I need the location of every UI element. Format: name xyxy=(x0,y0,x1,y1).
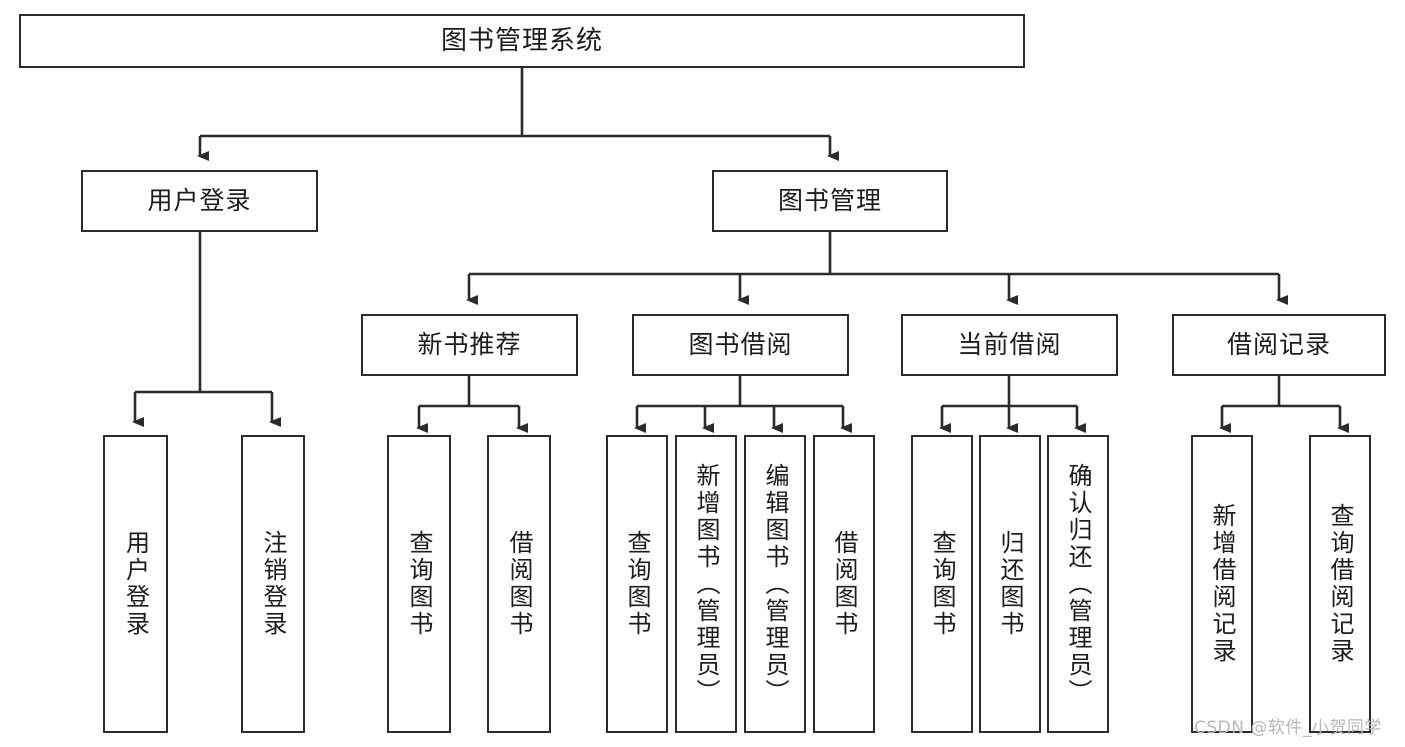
node-root-label: 图书管理系统 xyxy=(440,25,603,56)
leaf-query-book-1[interactable]: 查询图书 xyxy=(387,435,451,733)
leaf-query-record-label: 查询借阅记录 xyxy=(1326,503,1354,665)
node-user-login-label: 用户登录 xyxy=(147,186,252,216)
node-book-borrow[interactable]: 图书借阅 xyxy=(632,314,849,376)
node-borrow-record-label: 借阅记录 xyxy=(1226,330,1331,360)
leaf-add-book[interactable]: 新增图书（管理员） xyxy=(675,435,737,733)
leaf-user-login[interactable]: 用户登录 xyxy=(103,435,168,733)
node-current-borrow-label: 当前借阅 xyxy=(957,330,1062,360)
leaf-add-book-label: 新增图书（管理员） xyxy=(692,462,720,706)
node-new-book-recommend-label: 新书推荐 xyxy=(417,330,522,360)
leaf-borrow-book-2[interactable]: 借阅图书 xyxy=(813,435,875,733)
leaf-query-book-2-label: 查询图书 xyxy=(623,530,651,638)
leaf-user-login-label: 用户登录 xyxy=(121,530,150,638)
node-book-manage-label: 图书管理 xyxy=(777,186,882,216)
leaf-return-book-label: 归还图书 xyxy=(996,530,1024,638)
leaf-logout-label: 注销登录 xyxy=(259,530,287,638)
node-new-book-recommend[interactable]: 新书推荐 xyxy=(361,314,578,376)
leaf-edit-book-label: 编辑图书（管理员） xyxy=(761,462,789,706)
node-current-borrow[interactable]: 当前借阅 xyxy=(901,314,1118,376)
leaf-return-book[interactable]: 归还图书 xyxy=(979,435,1041,733)
node-borrow-record[interactable]: 借阅记录 xyxy=(1172,314,1386,376)
leaf-borrow-book-1[interactable]: 借阅图书 xyxy=(487,435,551,733)
leaf-query-book-2[interactable]: 查询图书 xyxy=(606,435,668,733)
leaf-edit-book[interactable]: 编辑图书（管理员） xyxy=(744,435,806,733)
node-book-manage[interactable]: 图书管理 xyxy=(712,170,948,232)
leaf-query-record[interactable]: 查询借阅记录 xyxy=(1309,435,1371,733)
leaf-borrow-book-1-label: 借阅图书 xyxy=(505,530,533,638)
csdn-watermark: CSDN @软件_小贺同学 xyxy=(1194,718,1382,738)
node-book-borrow-label: 图书借阅 xyxy=(688,330,793,360)
leaf-add-record[interactable]: 新增借阅记录 xyxy=(1191,435,1253,733)
leaf-confirm-return-label: 确认归还（管理员） xyxy=(1064,462,1092,706)
leaf-query-book-3-label: 查询图书 xyxy=(928,530,956,638)
node-root[interactable]: 图书管理系统 xyxy=(19,14,1025,68)
leaf-query-book-3[interactable]: 查询图书 xyxy=(911,435,973,733)
leaf-add-record-label: 新增借阅记录 xyxy=(1208,503,1236,665)
leaf-logout[interactable]: 注销登录 xyxy=(241,435,305,733)
node-user-login[interactable]: 用户登录 xyxy=(81,170,318,232)
leaf-borrow-book-2-label: 借阅图书 xyxy=(830,530,858,638)
leaf-query-book-1-label: 查询图书 xyxy=(405,530,433,638)
leaf-confirm-return[interactable]: 确认归还（管理员） xyxy=(1047,435,1109,733)
